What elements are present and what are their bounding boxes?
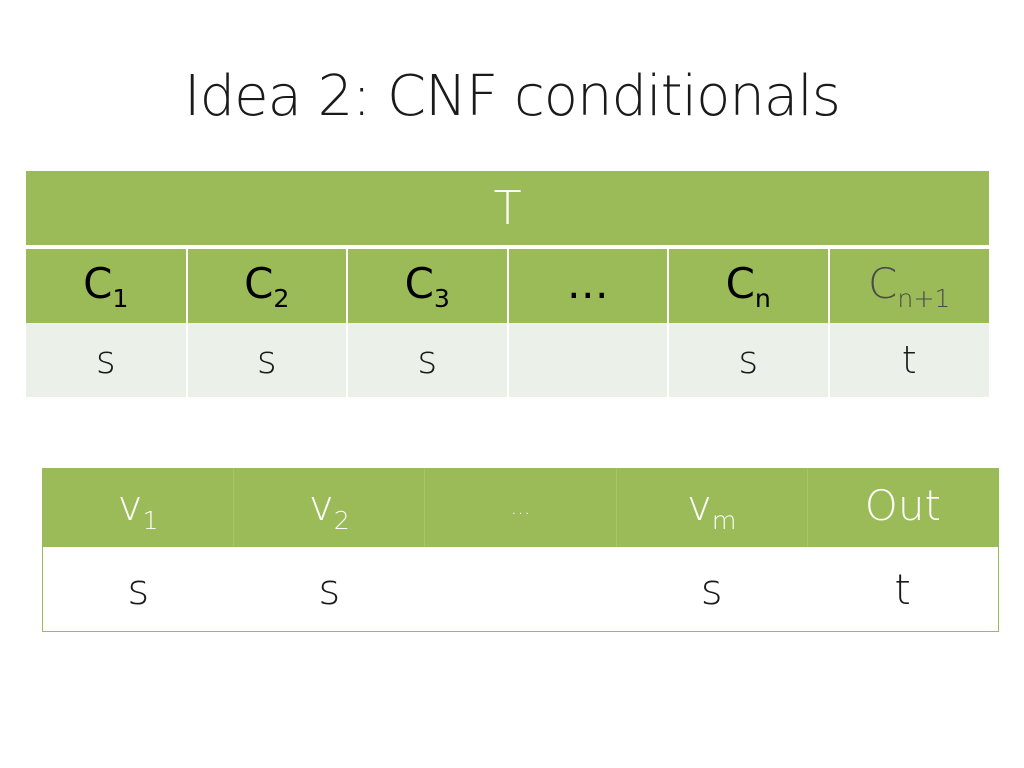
table-cell: t: [807, 547, 999, 632]
slide-title: Idea 2: CNF conditionals: [184, 64, 841, 129]
column-header-subscript: 1: [112, 283, 129, 313]
column-header-base: C: [868, 259, 898, 309]
table-cell: s: [616, 547, 808, 632]
column-header: Cn: [668, 247, 830, 323]
column-header-base: v: [686, 481, 712, 531]
table-cell: s: [42, 547, 234, 632]
column-header-subscript: 3: [433, 283, 450, 313]
column-header-subscript: 2: [333, 505, 350, 535]
variable-table: v1 v2 … vm Out s s s t: [42, 468, 999, 632]
column-header-base: …: [566, 259, 609, 309]
conditional-table: T C1 C2 C3 … Cn Cn+1 s s s s t: [26, 171, 989, 397]
column-header: Cn+1: [828, 247, 989, 323]
column-header: vm: [616, 468, 808, 547]
table-cell: s: [233, 547, 425, 632]
column-header-base: C: [404, 259, 434, 309]
column-header-base: Out: [864, 481, 941, 531]
table-cell: [424, 547, 617, 632]
table-cell: s: [26, 323, 188, 397]
column-header: C2: [186, 247, 348, 323]
table-cell: s: [347, 323, 509, 397]
clause-header-row: C1 C2 C3 … Cn Cn+1: [26, 247, 989, 323]
column-header-base: C: [725, 259, 755, 309]
table-cell: t: [828, 323, 989, 397]
column-header-base: C: [244, 259, 274, 309]
column-header-subscript: n: [754, 283, 771, 313]
table-row: s s s s t: [26, 323, 989, 397]
table-header-row: T: [26, 171, 989, 249]
table-row: s s s t: [42, 547, 999, 632]
column-header-base: v: [117, 481, 143, 531]
column-header: v2: [233, 468, 426, 547]
variable-header-row: v1 v2 … vm Out: [42, 468, 999, 547]
table-title-cell: T: [26, 171, 989, 249]
column-header-base: …: [510, 494, 531, 519]
column-header-subscript: m: [711, 505, 737, 535]
column-header-subscript: 1: [142, 505, 159, 535]
column-header: …: [507, 247, 669, 323]
column-header: v1: [42, 468, 235, 547]
table-cell: s: [668, 323, 830, 397]
column-header-base: C: [83, 259, 113, 309]
column-header-subscript: n+1: [897, 283, 951, 313]
table-cell: [507, 323, 669, 397]
column-header: Out: [807, 468, 999, 547]
column-header: C1: [26, 247, 188, 323]
column-header-subscript: 2: [273, 283, 290, 313]
column-header: …: [424, 468, 617, 547]
column-header: C3: [347, 247, 509, 323]
table-cell: s: [186, 323, 348, 397]
column-header-base: v: [308, 481, 334, 531]
